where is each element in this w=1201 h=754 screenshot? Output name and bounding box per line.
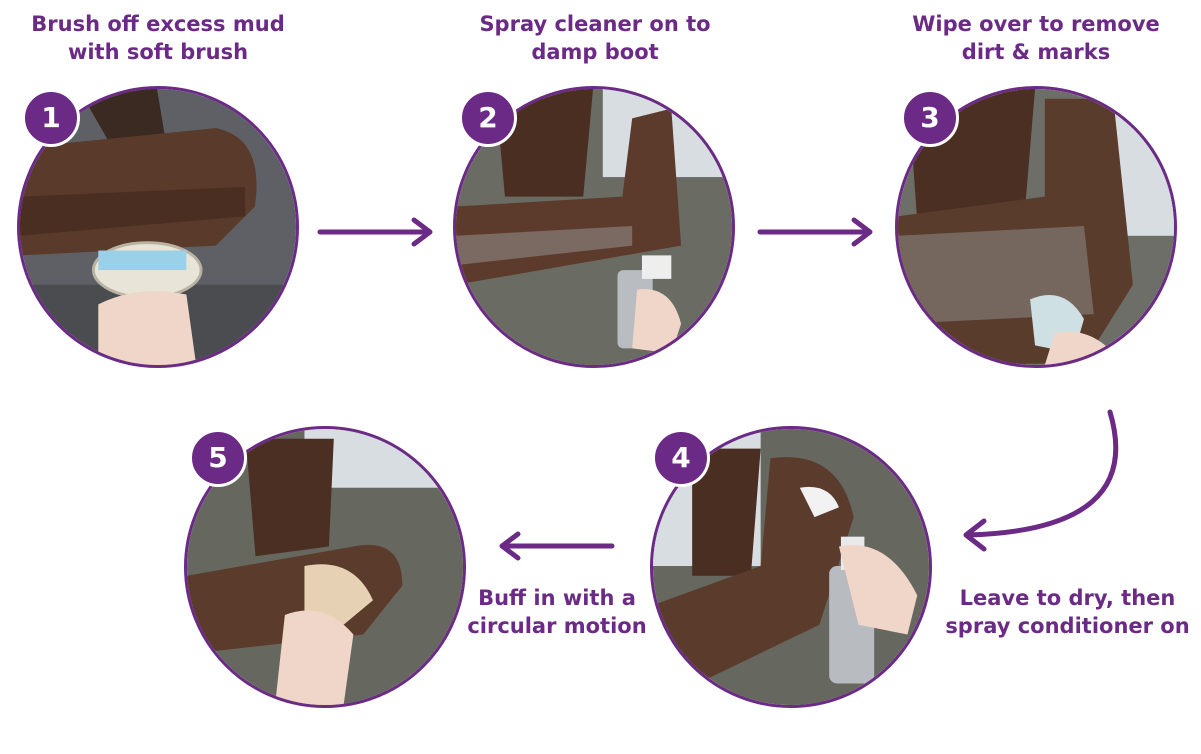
arrow-4-to-5 bbox=[499, 531, 615, 561]
step-5-caption: Buff in with a circular motion bbox=[467, 586, 647, 638]
arrow-3-to-4 bbox=[963, 409, 1119, 552]
step-1-caption: Brush off excess mud with soft brush bbox=[31, 12, 285, 64]
step-2-caption: Spray cleaner on to damp boot bbox=[479, 12, 711, 64]
step-4-badge: 4 bbox=[652, 429, 710, 487]
step-4-caption: Leave to dry, then spray conditioner on bbox=[945, 586, 1190, 638]
step-5-badge: 5 bbox=[189, 429, 247, 487]
step-2-badge: 2 bbox=[459, 89, 517, 147]
step-3-caption: Wipe over to remove dirt & marks bbox=[912, 12, 1160, 64]
step-3-badge: 3 bbox=[901, 89, 959, 147]
step-1-badge: 1 bbox=[22, 89, 80, 147]
arrow-1-to-2 bbox=[317, 217, 433, 247]
step-3-photo bbox=[895, 86, 1177, 368]
arrow-2-to-3 bbox=[757, 217, 873, 247]
